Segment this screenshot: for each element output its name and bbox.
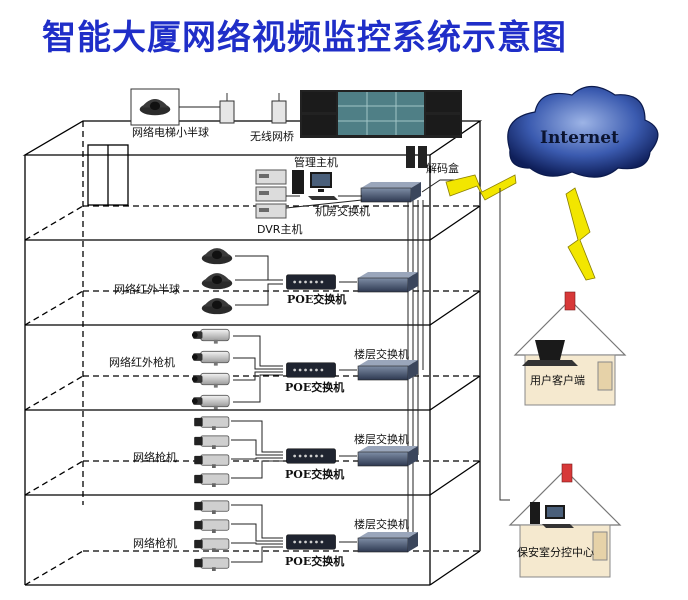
- page-title: 智能大厦网络视频监控系统示意图: [42, 18, 567, 58]
- ir-bullet-cameras: [191, 328, 230, 411]
- bullet-1-label: 网络枪机: [133, 450, 177, 464]
- lightning-bolt-right: [565, 187, 596, 281]
- wireless-bridge-left: [219, 93, 235, 124]
- floor-switch-3: [357, 532, 419, 553]
- internet-label: Internet: [540, 128, 619, 148]
- decoder-boxes: [406, 146, 427, 168]
- lightning-bolt-left: [445, 174, 517, 201]
- wireless-bridge-label: 无线网桥: [250, 129, 294, 143]
- user-client-label: 用户客户端: [530, 373, 585, 387]
- bullet-cameras-2: [193, 500, 230, 571]
- elevator-dome-label: 网络电梯小半球: [132, 125, 209, 139]
- floor-switch-1: [357, 360, 419, 381]
- dvr-host-label: DVR主机: [257, 222, 302, 236]
- wireless-bridge-right: [271, 93, 287, 124]
- poe-switch-3-label: POE交换机: [285, 467, 344, 481]
- poe-switch-2: [285, 362, 337, 378]
- poe-switch-4: [285, 534, 337, 550]
- poe-switch-1: [285, 274, 337, 290]
- floor-switch-1-label: 楼层交换机: [354, 347, 409, 361]
- poe-switch-4-label: POE交换机: [285, 554, 344, 568]
- floor-switch-2: [357, 446, 419, 467]
- video-wall: [300, 90, 462, 138]
- elevator-dome-camera: [130, 88, 180, 126]
- poe-switch-2-label: POE交换机: [285, 380, 344, 394]
- room-switch: [360, 182, 422, 203]
- ir-dome-cameras: [201, 248, 233, 315]
- floor-switch-3-label: 楼层交换机: [354, 517, 409, 531]
- bullet-2-label: 网络枪机: [133, 536, 177, 550]
- poe-switch-3: [285, 448, 337, 464]
- floor-switch-top: [357, 272, 419, 293]
- room-switch-label: 机房交换机: [315, 204, 370, 218]
- bullet-cameras-1: [193, 416, 230, 487]
- internet-cloud: [507, 85, 659, 178]
- ir-dome-label: 网络红外半球: [114, 282, 180, 296]
- security-center-label: 保安室分控中心: [517, 545, 594, 559]
- mgmt-host-pc: [292, 170, 338, 200]
- floor-switch-2-label: 楼层交换机: [354, 432, 409, 446]
- security-center-house: [508, 463, 622, 578]
- decoder-box-label: 解码盒: [426, 161, 459, 175]
- mgmt-host-label: 管理主机: [294, 155, 338, 169]
- user-client-house: [513, 291, 627, 406]
- ir-bullet-label: 网络红外枪机: [109, 355, 175, 369]
- client-link-line: [499, 188, 510, 501]
- dvr-host-stack: [255, 169, 287, 219]
- poe-switch-1-label: POE交换机: [287, 292, 346, 306]
